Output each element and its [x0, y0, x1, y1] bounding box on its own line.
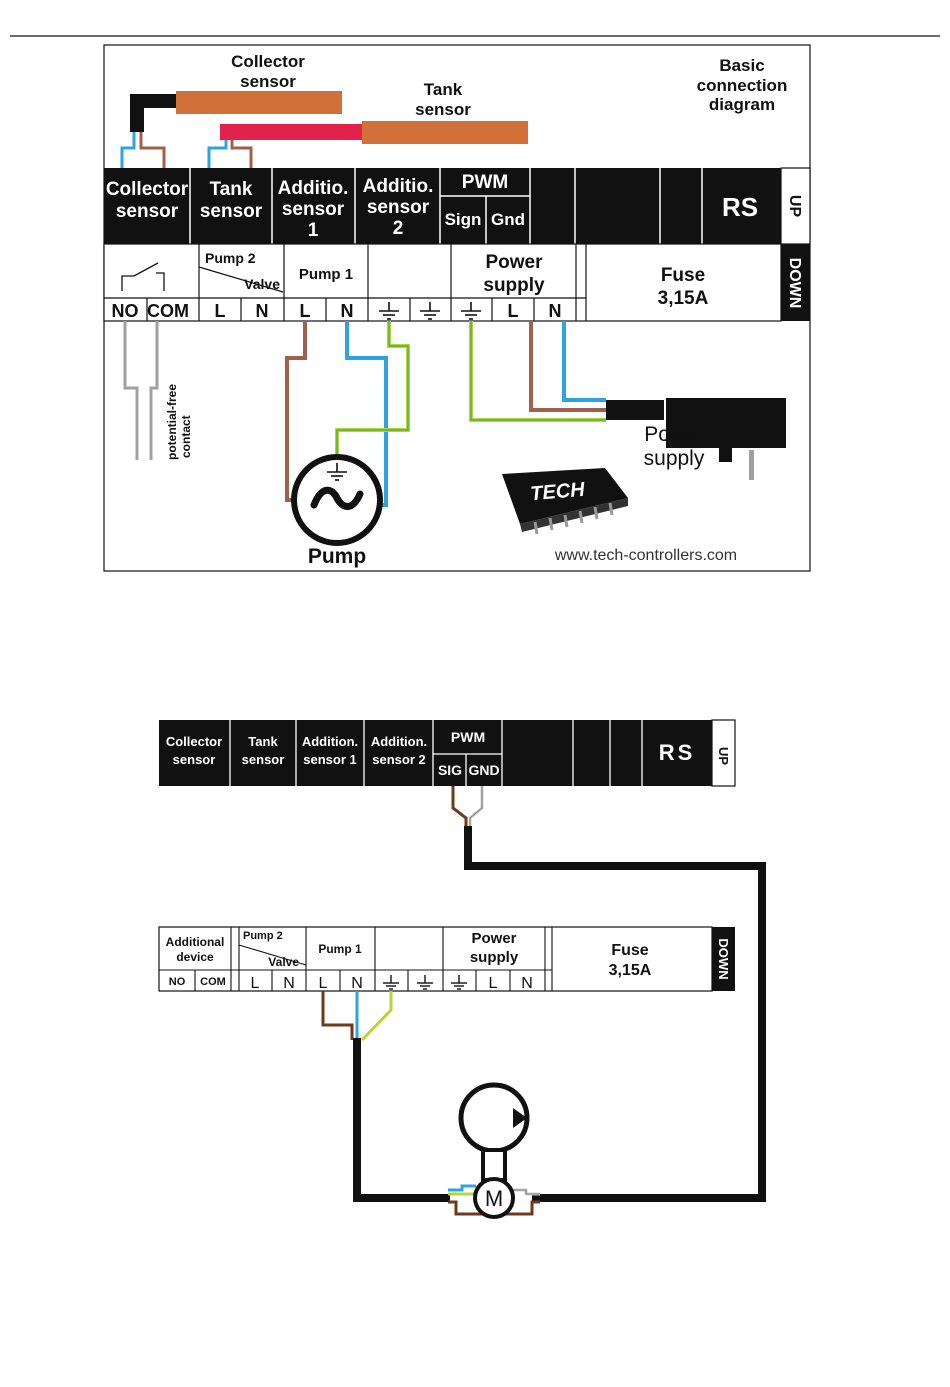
top-pwm-sign: Sign: [445, 210, 482, 229]
pump-wiring: [285, 321, 410, 507]
tank-sensor-probe: [207, 121, 528, 168]
bottom-down: DOWN: [786, 258, 803, 309]
bottom2-pump2: Pump 2: [243, 930, 283, 942]
tank-sensor-label-line2: sensor: [415, 100, 471, 119]
bottom-pump1: Pump 1: [299, 266, 353, 283]
potential-free-line1: potential-free: [165, 384, 179, 460]
terminal2-l-pump1: L: [319, 975, 328, 992]
bottom-power-line1: Power: [485, 252, 543, 273]
bottom-terminal-strip-2: Additional device NO COM Pump 2 Valve Pu…: [158, 926, 735, 992]
pwm-signal-cable: [451, 786, 766, 1202]
pump-label: Pump: [308, 545, 366, 568]
top-collector-line2: sensor: [116, 201, 179, 222]
power-supply-label-line1: Power: [644, 423, 704, 446]
pump-motor-symbol: M: [448, 1082, 540, 1219]
top2-rs: RS: [659, 740, 696, 765]
bottom-fuse-line1: Fuse: [661, 265, 705, 286]
top-terminal-strip: Collector sensor Tank sensor Additio. se…: [104, 167, 811, 245]
top-add2-line2: sensor: [367, 197, 430, 218]
tech-chip-logo: TECH: [502, 468, 628, 535]
top-terminal-strip-2: Collector sensor Tank sensor Addition. s…: [159, 719, 736, 787]
top2-tank-line1: Tank: [248, 734, 278, 749]
top-pwm-gnd: Gnd: [491, 210, 525, 229]
top-add1-line2: sensor: [282, 199, 345, 220]
bottom-no: NO: [112, 301, 139, 321]
top2-sig: SIG: [438, 762, 462, 778]
top-add2-line3: 2: [393, 218, 404, 239]
top2-collector-line1: Collector: [166, 734, 222, 749]
bottom-com: COM: [147, 301, 189, 321]
top-tank-line2: sensor: [200, 201, 263, 222]
bottom2-no: NO: [169, 976, 186, 988]
bottom2-fuse-line2: 3,15A: [609, 962, 652, 979]
pwm-pump-diagram: Collector sensor Tank sensor Addition. s…: [158, 719, 766, 1219]
terminal2-n-pump2: N: [283, 975, 295, 992]
pump-symbol: [291, 454, 383, 546]
pump1-cable: [321, 991, 450, 1202]
collector-sensor-label-line2: sensor: [240, 72, 296, 91]
bottom2-power-line1: Power: [471, 930, 516, 947]
diagram-title-line1: Basic: [719, 56, 764, 75]
top2-add1-line2: sensor 1: [303, 752, 356, 767]
bottom-pump2: Pump 2: [205, 250, 256, 266]
top2-collector-line2: sensor: [173, 752, 216, 767]
top-pwm: PWM: [462, 172, 508, 193]
bottom-power-line2: supply: [483, 275, 545, 296]
bottom-valve: Valve: [244, 276, 280, 292]
terminal2-n-power: N: [521, 975, 533, 992]
power-supply-label-line2: supply: [644, 447, 705, 470]
bottom2-additional-line1: Additional: [166, 935, 225, 949]
bottom2-com: COM: [200, 976, 226, 988]
top-rs: RS: [722, 192, 758, 222]
collector-sensor-probe: [120, 91, 342, 168]
potential-free-contact-wires: [123, 321, 159, 460]
terminal-n-power: N: [549, 301, 562, 321]
top2-up: UP: [716, 747, 731, 765]
bottom2-pump1: Pump 1: [318, 942, 362, 956]
top-add1-line1: Additio.: [278, 178, 349, 199]
top2-add1-line1: Addition.: [302, 734, 358, 749]
terminal-n-pump1: N: [341, 301, 354, 321]
terminal-l-pump1: L: [300, 301, 311, 321]
top2-add2-line2: sensor 2: [372, 752, 425, 767]
bottom2-power-line2: supply: [470, 949, 519, 966]
top-add1-line3: 1: [308, 220, 319, 241]
potential-free-line2: contact: [179, 415, 193, 458]
terminal2-n-pump1: N: [351, 975, 363, 992]
tech-logo-text: TECH: [529, 479, 586, 506]
bottom2-valve: Valve: [268, 955, 299, 969]
power-supply-wiring: [469, 321, 786, 480]
collector-sensor-label-line1: Collector: [231, 52, 305, 71]
basic-connection-diagram: Basic connection diagram Collector senso…: [103, 44, 811, 572]
bottom2-down: DOWN: [716, 938, 731, 979]
top2-pwm: PWM: [451, 729, 485, 745]
terminal-l-pump2: L: [215, 301, 226, 321]
bottom-terminal-strip: NO COM Pump 2 Valve Pump 1 Power supply …: [103, 243, 810, 322]
diagram-title-line2: connection: [697, 76, 788, 95]
diagram-title-line3: diagram: [709, 95, 775, 114]
terminal-l-power: L: [508, 301, 519, 321]
top2-tank-line2: sensor: [242, 752, 285, 767]
bottom2-additional-line2: device: [176, 950, 214, 964]
terminal2-l-power: L: [489, 975, 498, 992]
terminal-n-pump2: N: [256, 301, 269, 321]
website-url: www.tech-controllers.com: [554, 547, 737, 564]
bottom-fuse-line2: 3,15A: [658, 288, 709, 309]
top2-gnd: GND: [468, 762, 499, 778]
tank-sensor-label-line1: Tank: [424, 80, 463, 99]
top-tank-line1: Tank: [210, 179, 253, 200]
terminal2-l-pump2: L: [251, 975, 260, 992]
motor-label: M: [485, 1186, 503, 1211]
top-collector-line1: Collector: [106, 179, 189, 200]
top-up: UP: [786, 195, 803, 218]
top2-add2-line1: Addition.: [371, 734, 427, 749]
top-add2-line1: Additio.: [363, 176, 434, 197]
bottom2-fuse-line1: Fuse: [611, 942, 648, 959]
